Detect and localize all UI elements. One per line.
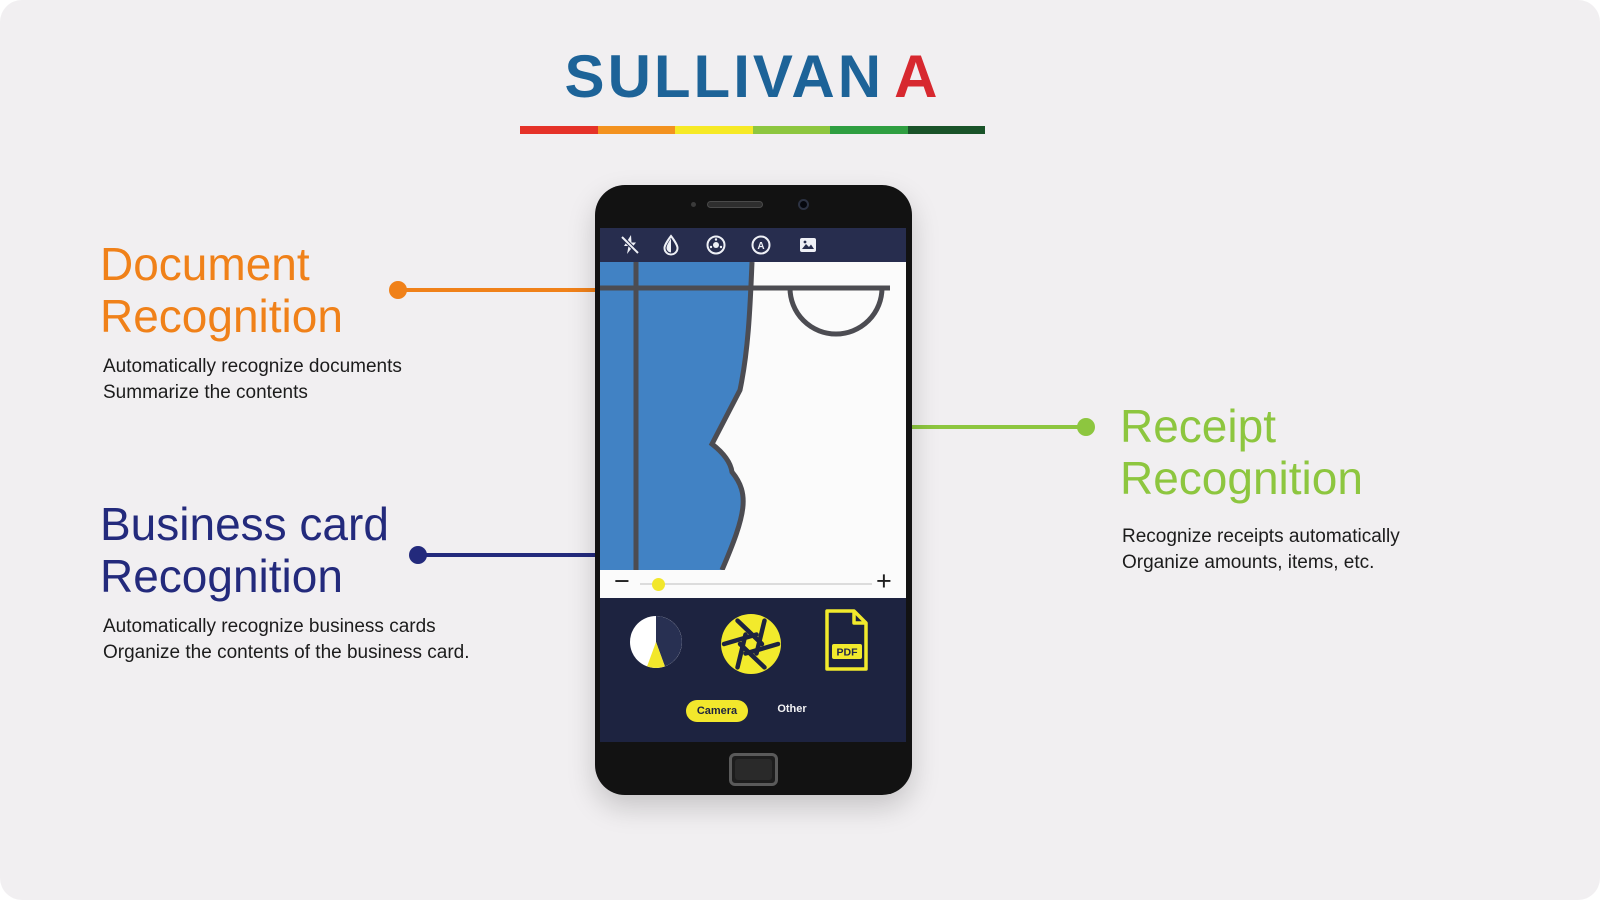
zoom-in-button[interactable]: + <box>876 566 892 596</box>
business-card-recognition-title: Business card Recognition <box>100 498 389 603</box>
pdf-export-icon[interactable]: PDF <box>818 608 874 672</box>
phone-screen: A − + <box>600 228 906 742</box>
zoom-out-button[interactable]: − <box>614 566 630 596</box>
contrast-icon[interactable] <box>660 234 682 256</box>
shutter-button-icon[interactable] <box>716 609 786 679</box>
desc-line: Automatically recognize documents <box>103 356 402 377</box>
receipt-callout-dot <box>1077 418 1095 436</box>
document-callout-dot <box>389 281 407 299</box>
desc-line: Organize the contents of the business ca… <box>103 641 470 663</box>
stripe-segment <box>597 126 675 134</box>
desc-line: Summarize the contents <box>103 381 308 403</box>
zoom-slider: − + <box>600 566 906 598</box>
title-line: Recognition <box>100 550 343 603</box>
receipt-recognition-desc: Recognize receipts automatically Organiz… <box>1122 524 1400 575</box>
document-recognition-title: Document Recognition <box>100 238 343 343</box>
front-camera-dot <box>798 199 809 210</box>
home-button[interactable] <box>729 753 778 786</box>
stripe-segment <box>675 126 753 134</box>
camera-topbar: A <box>600 228 906 262</box>
title-line: Receipt <box>1120 400 1276 452</box>
document-callout-line <box>398 288 602 292</box>
phone-mockup: A − + <box>595 185 912 795</box>
camera-mode-button[interactable]: Camera <box>686 700 748 722</box>
stripe-segment <box>830 126 908 134</box>
flash-off-icon[interactable] <box>619 234 641 256</box>
stripe-segment <box>907 126 985 134</box>
auto-mode-glyph: A <box>757 241 764 252</box>
brand-suffix: A <box>894 43 941 110</box>
white-balance-icon[interactable] <box>705 234 727 256</box>
other-mode-button[interactable]: Other <box>777 703 807 715</box>
stripe-segment <box>520 126 598 134</box>
business-card-callout-line <box>418 553 602 557</box>
camera-viewfinder-image <box>600 261 906 571</box>
brand-stripe <box>520 126 985 134</box>
receipt-recognition-title: Receipt Recognition <box>1120 400 1363 505</box>
camera-controlbar: PDF Camera Other <box>600 598 906 742</box>
document-recognition-desc: Automatically recognize documents Summar… <box>103 354 402 405</box>
desc-line: Organize amounts, items, etc. <box>1122 551 1375 573</box>
business-card-recognition-desc: Automatically recognize business cards O… <box>103 614 470 665</box>
brand-name: SULLIVAN <box>564 43 885 110</box>
title-line: Document <box>100 238 310 290</box>
zoom-slider-thumb[interactable] <box>652 578 665 591</box>
business-card-callout-dot <box>409 546 427 564</box>
gallery-icon[interactable] <box>797 234 819 256</box>
proximity-sensor-dot <box>691 202 696 207</box>
color-balance-icon[interactable] <box>628 614 684 670</box>
pdf-label: PDF <box>837 647 859 659</box>
home-button-inner <box>735 759 772 780</box>
title-line: Business card <box>100 498 389 550</box>
title-line: Recognition <box>100 290 343 343</box>
stripe-segment <box>752 126 830 134</box>
desc-line: Recognize receipts automatically <box>1122 526 1400 547</box>
title-line: Recognition <box>1120 452 1363 505</box>
zoom-track <box>640 583 872 585</box>
desc-line: Automatically recognize business cards <box>103 616 436 637</box>
receipt-callout-line <box>910 425 1086 429</box>
auto-mode-icon[interactable]: A <box>750 234 772 256</box>
phone-speaker <box>707 201 763 208</box>
